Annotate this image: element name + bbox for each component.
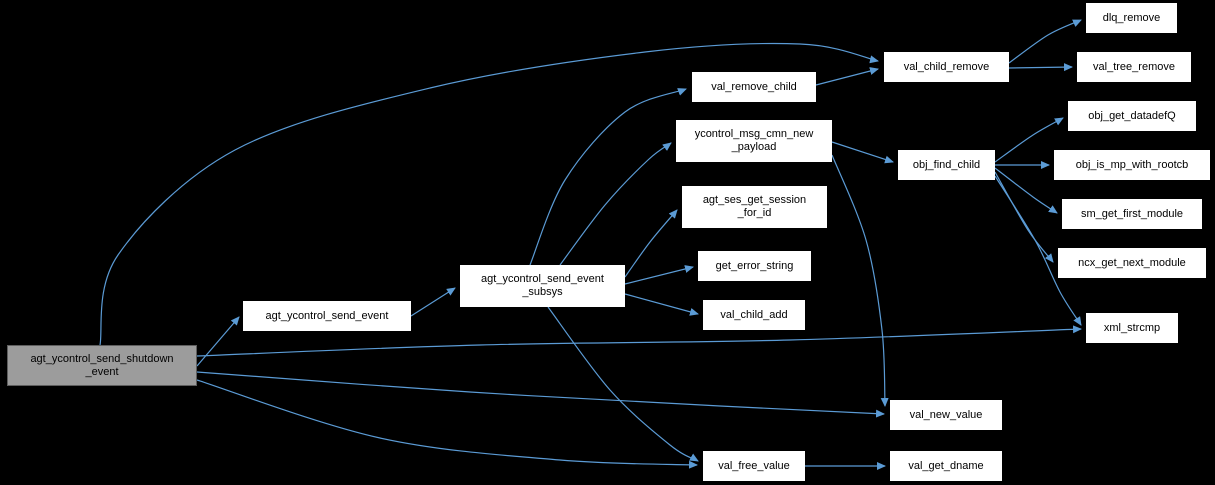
edge-obj_find_child--ncx_get_next_module <box>994 171 1054 263</box>
node-label: _for_id <box>737 207 772 219</box>
edge-agt_ycontrol_send_shutdown_event--xml_strcmp <box>196 325 1082 357</box>
edge-agt_ycontrol_send_event_subsys--agt_ses_get_session_for_id <box>624 209 678 278</box>
node-label: agt_ycontrol_send_event <box>265 309 389 322</box>
edge-agt_ycontrol_send_event_subsys--get_error_string <box>624 265 694 285</box>
node-label: dlq_remove <box>1102 11 1161 24</box>
node-agt_ycontrol_send_shutdown_event: agt_ycontrol_send_shutdown_event <box>7 345 197 386</box>
node-val_child_add[interactable]: val_child_add <box>703 300 805 330</box>
node-label: obj_is_mp_with_rootcb <box>1075 158 1189 171</box>
edge-ycontrol_msg_cmn_new_payload--obj_find_child <box>831 141 894 164</box>
node-label: agt_ses_get_session <box>702 194 807 206</box>
edge-agt_ycontrol_send_event_subsys--val_child_add <box>624 293 699 316</box>
node-label: val_new_value <box>909 408 983 421</box>
node-label: obj_find_child <box>912 158 981 171</box>
edge-agt_ycontrol_send_shutdown_event--val_free_value <box>196 379 698 469</box>
node-label: ncx_get_next_module <box>1078 256 1186 269</box>
node-label: val_child_add <box>720 308 788 321</box>
node-label: obj_get_datadefQ <box>1088 109 1176 122</box>
node-label: agt_ycontrol_send_shutdown <box>30 352 174 365</box>
edge-agt_ycontrol_send_event_subsys--val_remove_child <box>529 88 687 266</box>
edge-agt_ycontrol_send_shutdown_event--val_child_remove <box>99 42 879 346</box>
node-label: ycontrol_msg_cmn_new <box>694 128 814 140</box>
node-val_remove_child[interactable]: val_remove_child <box>692 72 816 102</box>
node-dlq_remove[interactable]: dlq_remove <box>1086 3 1177 33</box>
node-label: val_free_value <box>718 459 790 472</box>
node-label: val_tree_remove <box>1093 60 1175 73</box>
node-val_tree_remove[interactable]: val_tree_remove <box>1077 52 1191 82</box>
node-xml_strcmp[interactable]: xml_strcmp <box>1086 313 1178 343</box>
edge-val_child_remove--dlq_remove <box>1008 19 1082 64</box>
edge-agt_ycontrol_send_shutdown_event--val_new_value <box>196 371 885 418</box>
node-ycontrol_msg_cmn_new_payload[interactable]: ycontrol_msg_cmn_new_payload <box>676 120 832 162</box>
node-label: agt_ycontrol_send_event <box>481 273 604 285</box>
edge-val_remove_child--val_child_remove <box>815 67 879 86</box>
node-label: _event <box>85 365 119 378</box>
node-val_get_dname[interactable]: val_get_dname <box>890 451 1002 481</box>
edge-ycontrol_msg_cmn_new_payload--val_new_value <box>831 154 889 407</box>
node-label: val_remove_child <box>711 80 797 93</box>
edge-obj_find_child--sm_get_first_module <box>994 167 1058 214</box>
edge-agt_ycontrol_send_event_subsys--val_free_value <box>547 306 699 462</box>
node-obj_get_datadefQ[interactable]: obj_get_datadefQ <box>1068 101 1196 131</box>
node-label: sm_get_first_module <box>1080 207 1184 220</box>
edge-val_child_remove--val_tree_remove <box>1008 63 1073 72</box>
edge-obj_find_child--xml_strcmp <box>994 175 1082 326</box>
node-val_child_remove[interactable]: val_child_remove <box>884 52 1009 82</box>
node-ncx_get_next_module[interactable]: ncx_get_next_module <box>1058 248 1206 278</box>
node-label: xml_strcmp <box>1103 321 1161 334</box>
node-obj_is_mp_with_rootcb[interactable]: obj_is_mp_with_rootcb <box>1054 150 1210 180</box>
edge-obj_find_child--obj_get_datadefQ <box>994 117 1064 163</box>
node-agt_ycontrol_send_event[interactable]: agt_ycontrol_send_event <box>243 301 411 331</box>
node-label: get_error_string <box>715 259 794 272</box>
node-obj_find_child[interactable]: obj_find_child <box>898 150 995 180</box>
edge-agt_ycontrol_send_shutdown_event--agt_ycontrol_send_event <box>196 316 240 367</box>
node-agt_ses_get_session_for_id[interactable]: agt_ses_get_session_for_id <box>682 186 827 228</box>
node-label: _subsys <box>522 286 563 298</box>
node-agt_ycontrol_send_event_subsys[interactable]: agt_ycontrol_send_event_subsys <box>460 265 625 307</box>
node-label: _payload <box>731 141 777 153</box>
node-get_error_string[interactable]: get_error_string <box>698 251 811 281</box>
node-label: val_get_dname <box>908 459 984 472</box>
node-val_free_value[interactable]: val_free_value <box>703 451 805 481</box>
node-val_new_value[interactable]: val_new_value <box>890 400 1002 430</box>
edge-agt_ycontrol_send_event--agt_ycontrol_send_event_subsys <box>410 287 456 317</box>
edge-agt_ycontrol_send_event_subsys--ycontrol_msg_cmn_new_payload <box>559 142 672 266</box>
node-sm_get_first_module[interactable]: sm_get_first_module <box>1062 199 1202 229</box>
node-label: val_child_remove <box>903 60 990 73</box>
